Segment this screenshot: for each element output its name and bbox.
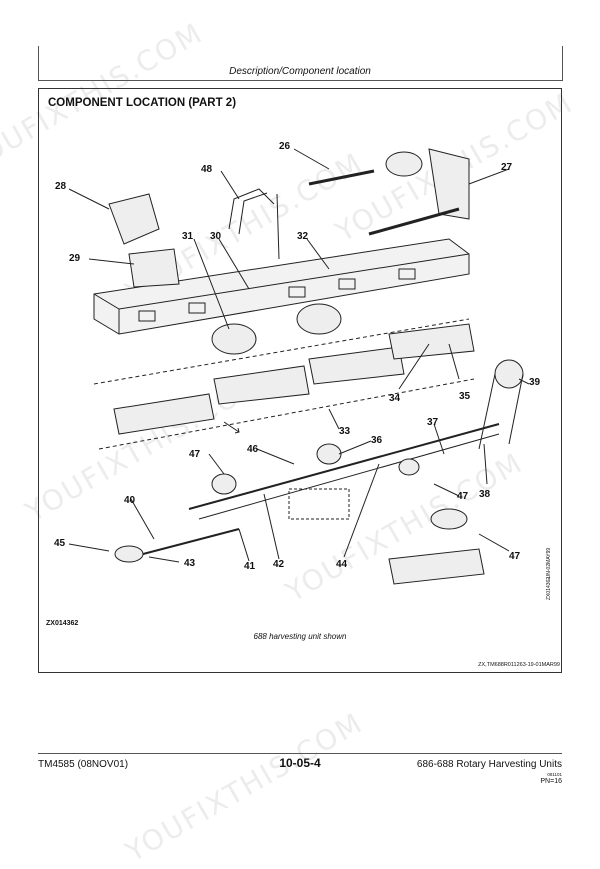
callout-38: 38 [479,489,491,500]
footer-code: 081101 [547,772,562,777]
callout-29: 29 [69,253,81,264]
side-code: ZX014362 [546,576,552,600]
header-right-rule [562,46,563,80]
callout-27: 27 [501,162,513,173]
section-title: Description/Component location [229,66,371,77]
pn-number: PN=16 [540,778,562,785]
manual-title: 686-688 Rotary Harvesting Units [416,759,562,770]
page-number: 10-05-4 [279,756,321,770]
callout-42: 42 [273,559,285,570]
header-left-rule [38,46,39,80]
callout-46: 46 [247,444,259,455]
figure-reference: ZX,TM688R011263-19-01MAR99 [478,662,560,668]
callout-40: 40 [124,495,136,506]
side-date: -UN-02MAY99 [546,547,552,580]
callout-41: 41 [244,561,256,572]
watermark: YOUFIXTHIS.COM [120,706,369,869]
figure-id: ZX014362 [46,620,79,627]
callout-44: 44 [336,559,348,570]
callout-47-lower: 47 [509,551,521,562]
callout-36: 36 [371,435,383,446]
callout-34: 34 [389,393,401,404]
figure-heading: COMPONENT LOCATION (PART 2) [48,97,237,109]
callout-43: 43 [184,558,196,569]
callout-45: 45 [54,538,66,549]
callout-31: 31 [182,231,194,242]
callout-28: 28 [55,181,67,192]
callout-47-upper: 47 [189,449,201,460]
callout-33: 33 [339,426,351,437]
callout-26: 26 [279,141,291,152]
document-id: TM4585 (08NOV01) [38,759,129,770]
header-rule [38,80,563,81]
callout-48: 48 [201,164,213,175]
callout-32: 32 [297,231,309,242]
figure-frame [38,88,562,673]
component-illustration: 26 27 28 48 31 30 32 29 39 34 35 33 36 3… [54,141,541,585]
callout-37: 37 [427,417,439,428]
callout-47-mid: 47 [457,491,469,502]
callout-39: 39 [529,377,541,388]
footer-rule [38,753,562,754]
callout-30: 30 [210,231,222,242]
callout-35: 35 [459,391,471,402]
figure-caption: 688 harvesting unit shown [253,632,347,641]
